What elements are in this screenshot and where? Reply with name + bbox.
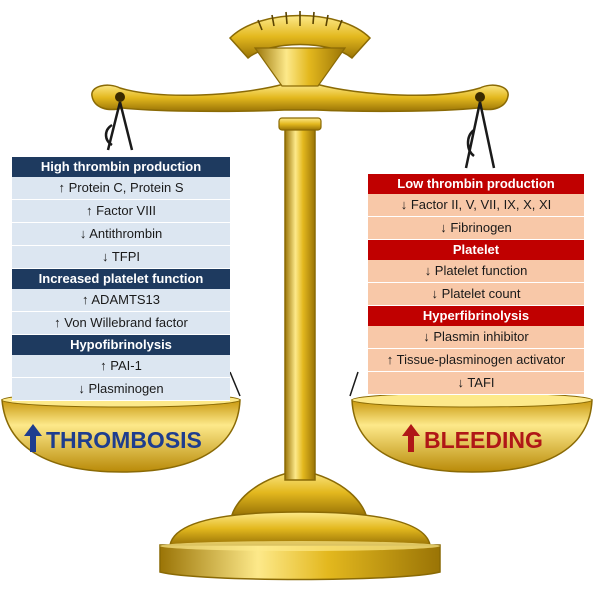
scale-column — [278, 117, 322, 481]
factor-item: ↓ Platelet count — [368, 283, 584, 306]
factor-item: ↓ Antithrombin — [12, 223, 230, 246]
factor-item: ↓ Fibrinogen — [368, 217, 584, 240]
section-header: Platelet — [368, 240, 584, 260]
scale-hangers — [104, 101, 496, 169]
factor-item: ↑ ADAMTS13 — [12, 289, 230, 312]
factor-item: ↓ Factor II, V, VII, IX, X, XI — [368, 194, 584, 217]
thrombosis-label: THROMBOSIS — [24, 424, 202, 454]
scale-base — [159, 469, 441, 581]
bleeding-label: BLEEDING — [402, 424, 543, 454]
section-header: Increased platelet function — [12, 269, 230, 289]
factor-item: ↑ PAI-1 — [12, 355, 230, 378]
section-header: Low thrombin production — [368, 174, 584, 194]
factor-item: ↑ Protein C, Protein S — [12, 177, 230, 200]
bleeding-factors-panel: Low thrombin production↓ Factor II, V, V… — [368, 174, 584, 395]
factor-item: ↓ TFPI — [12, 246, 230, 269]
pan-chains — [229, 371, 359, 397]
bleeding-text: BLEEDING — [424, 427, 543, 453]
arrow-up-icon — [24, 424, 42, 452]
section-header: Hyperfibrinolysis — [368, 306, 584, 326]
scale-beam — [91, 83, 509, 113]
factor-item: ↓ Plasmin inhibitor — [368, 326, 584, 349]
scale-dial — [228, 11, 372, 87]
thrombosis-text: THROMBOSIS — [46, 427, 202, 453]
right-pan — [351, 392, 593, 473]
factor-item: ↑ Factor VIII — [12, 200, 230, 223]
factor-item: ↑ Von Willebrand factor — [12, 312, 230, 335]
factor-item: ↓ TAFI — [368, 372, 584, 395]
thrombosis-factors-panel: High thrombin production↑ Protein C, Pro… — [12, 157, 230, 401]
factor-item: ↑ Tissue-plasminogen activator — [368, 349, 584, 372]
section-header: Hypofibrinolysis — [12, 335, 230, 355]
arrow-up-icon — [402, 424, 420, 452]
factor-item: ↓ Plasminogen — [12, 378, 230, 401]
factor-item: ↓ Platelet function — [368, 260, 584, 283]
section-header: High thrombin production — [12, 157, 230, 177]
